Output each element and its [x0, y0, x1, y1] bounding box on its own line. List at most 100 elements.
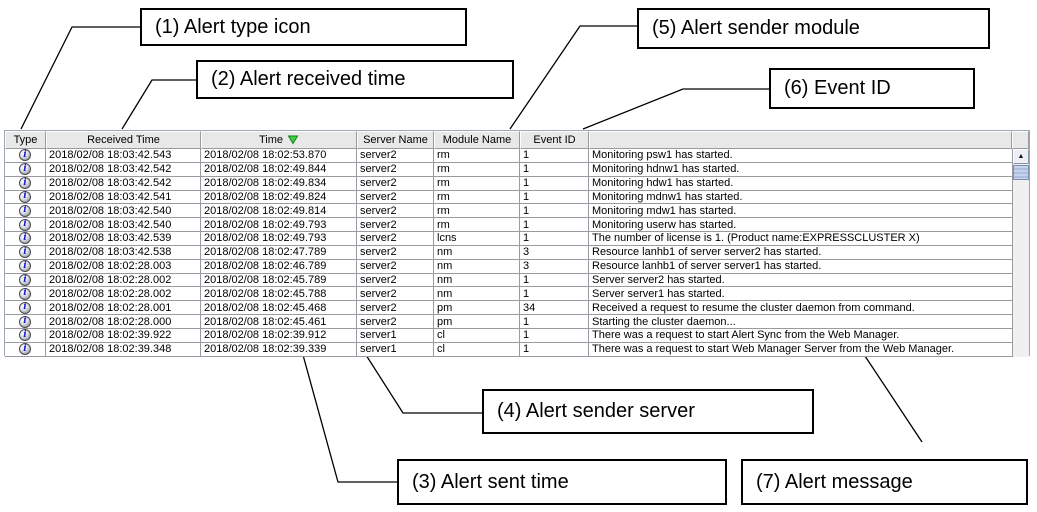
column-header-message[interactable] [589, 131, 1012, 149]
cell-time: 2018/02/08 18:02:45.468 [201, 301, 357, 316]
info-icon: i [19, 274, 31, 287]
sort-descending-icon [287, 135, 299, 145]
cell-module: nm [434, 245, 520, 260]
cell-type: i [5, 328, 46, 343]
cell-module: pm [434, 315, 520, 329]
cell-received: 2018/02/08 18:03:42.538 [46, 245, 201, 260]
info-icon: i [19, 218, 31, 231]
cell-type: i [5, 315, 46, 329]
table-header-row: Type Received Time Time Server Name Modu… [5, 131, 1029, 149]
callout-alert-message: (7) Alert message [741, 459, 1028, 505]
cell-time: 2018/02/08 18:02:39.912 [201, 328, 357, 343]
cell-event_id: 1 [520, 328, 589, 343]
up-arrow-icon: ▲ [1017, 153, 1025, 160]
callout-alert-sender-server: (4) Alert sender server [482, 389, 814, 434]
column-header-type[interactable]: Type [5, 131, 46, 149]
column-header-module-name[interactable]: Module Name [434, 131, 520, 149]
column-header-received-time[interactable]: Received Time [46, 131, 201, 149]
leader-line-3 [302, 354, 397, 483]
column-header-label: Time [258, 134, 284, 146]
cell-event_id: 1 [520, 162, 589, 177]
info-icon: i [19, 260, 31, 273]
scrollbar-track[interactable] [1013, 180, 1029, 357]
cell-time: 2018/02/08 18:02:39.339 [201, 342, 357, 357]
cell-type: i [5, 232, 46, 246]
cell-received: 2018/02/08 18:02:39.922 [46, 328, 201, 343]
info-icon: i [19, 246, 31, 259]
cell-received: 2018/02/08 18:02:28.002 [46, 273, 201, 288]
callout-alert-sent-time: (3) Alert sent time [397, 459, 727, 505]
cell-module: lcns [434, 232, 520, 246]
cell-time: 2018/02/08 18:02:49.814 [201, 204, 357, 219]
cell-server: server2 [357, 176, 434, 191]
column-header-server-name[interactable]: Server Name [357, 131, 434, 149]
cell-time: 2018/02/08 18:02:53.870 [201, 149, 357, 163]
cell-event_id: 1 [520, 176, 589, 191]
column-header-time[interactable]: Time [201, 131, 357, 149]
cell-message: Server server1 has started. [589, 287, 1012, 302]
cell-event_id: 1 [520, 342, 589, 357]
cell-event_id: 3 [520, 259, 589, 274]
cell-server: server2 [357, 162, 434, 177]
cell-server: server1 [357, 328, 434, 343]
leader-line-6 [582, 88, 769, 130]
cell-message: Monitoring userw has started. [589, 218, 1012, 233]
cell-message: There was a request to start Alert Sync … [589, 329, 1012, 343]
cell-type: i [5, 149, 46, 163]
cell-module: rm [434, 149, 520, 163]
cell-type: i [5, 204, 46, 219]
info-icon: i [19, 177, 31, 190]
cell-server: server2 [357, 315, 434, 329]
cell-server: server2 [357, 301, 434, 316]
cell-event_id: 1 [520, 315, 589, 329]
leader-line-2 [121, 79, 196, 130]
cell-server: server1 [357, 342, 434, 357]
info-icon: i [19, 232, 31, 245]
cell-server: server2 [357, 190, 434, 205]
cell-received: 2018/02/08 18:03:42.542 [46, 176, 201, 191]
info-icon: i [19, 329, 31, 342]
cell-time: 2018/02/08 18:02:49.844 [201, 162, 357, 177]
scrollbar-thumb[interactable] [1013, 165, 1029, 180]
vertical-scrollbar[interactable]: ▲ [1012, 149, 1029, 357]
leader-line-7 [862, 352, 923, 443]
cell-time: 2018/02/08 18:02:49.793 [201, 232, 357, 246]
cell-server: server2 [357, 232, 434, 246]
cell-module: nm [434, 259, 520, 274]
cell-received: 2018/02/08 18:02:28.002 [46, 287, 201, 302]
cell-time: 2018/02/08 18:02:45.461 [201, 315, 357, 329]
callout-label: (2) Alert received time [211, 68, 406, 90]
cell-received: 2018/02/08 18:02:28.001 [46, 301, 201, 316]
cell-module: cl [434, 342, 520, 357]
scrollbar-up-button[interactable]: ▲ [1013, 149, 1029, 164]
cell-time: 2018/02/08 18:02:49.824 [201, 190, 357, 205]
column-header-label: Server Name [363, 134, 428, 146]
cell-module: rm [434, 176, 520, 191]
cell-time: 2018/02/08 18:02:49.793 [201, 218, 357, 233]
cell-type: i [5, 287, 46, 302]
cell-time: 2018/02/08 18:02:45.788 [201, 287, 357, 302]
cell-received: 2018/02/08 18:03:42.540 [46, 204, 201, 219]
cell-module: pm [434, 301, 520, 316]
cell-received: 2018/02/08 18:03:42.542 [46, 162, 201, 177]
callout-label: (7) Alert message [756, 470, 913, 493]
column-header-event-id[interactable]: Event ID [520, 131, 589, 149]
cell-module: cl [434, 328, 520, 343]
